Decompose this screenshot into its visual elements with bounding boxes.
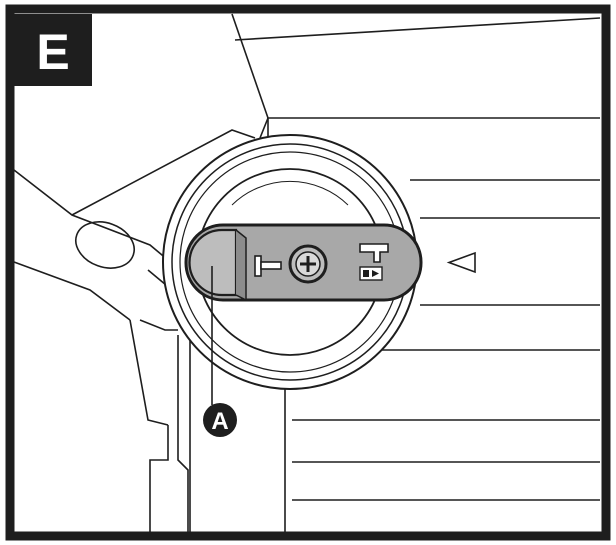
tool-body: [13, 13, 601, 540]
step-label: E: [36, 24, 69, 80]
mode-marker-icon: [359, 266, 383, 281]
hammer-drill-icon: [254, 255, 282, 277]
callout-label: A: [211, 408, 228, 435]
screw-head-icon: [288, 244, 328, 284]
alignment-arrow-icon: [446, 251, 476, 274]
step-badge: E: [14, 14, 92, 86]
mode-selector-lever: [184, 223, 423, 302]
chisel-icon: [359, 243, 389, 263]
callout-badge-a: A: [203, 403, 237, 437]
release-button: [188, 228, 247, 302]
